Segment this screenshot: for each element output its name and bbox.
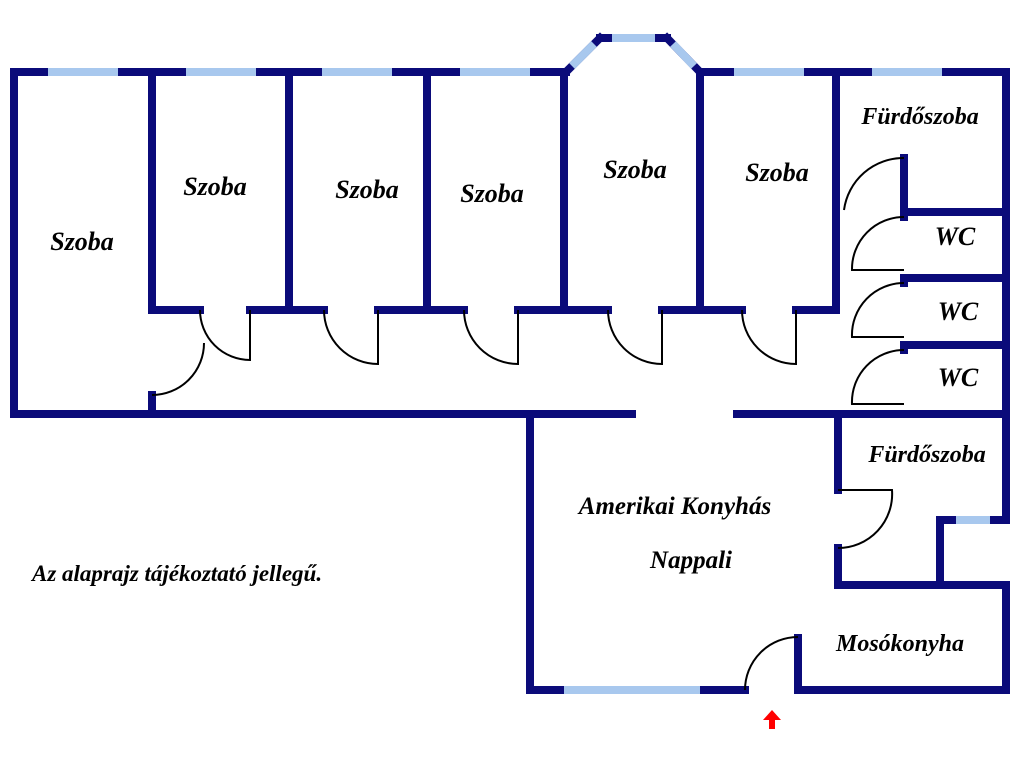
door-furdoszoba-bottom — [837, 489, 894, 550]
window-bay-right — [670, 41, 697, 69]
window-bay-left — [569, 41, 597, 69]
label-nappali-line1: Amerikai Konyhás — [577, 493, 771, 520]
disclaimer-note: Az alaprajz tájékoztató jellegű. — [30, 561, 322, 586]
label-wc-2: WC — [938, 297, 979, 326]
entrance-arrow-icon — [763, 710, 781, 729]
label-szoba-2: Szoba — [183, 172, 247, 201]
door-szoba-4 — [463, 309, 519, 366]
label-szoba-5: Szoba — [603, 155, 667, 184]
windows — [48, 34, 990, 694]
door-wc-1 — [850, 216, 905, 271]
label-szoba-4: Szoba — [460, 179, 524, 208]
room-labels: Szoba Szoba Szoba Szoba Szoba Szoba Fürd… — [30, 104, 986, 657]
door-szoba-5 — [607, 309, 663, 366]
label-nappali-line2: Nappali — [649, 547, 732, 574]
door-entrance — [744, 636, 799, 691]
label-szoba-6: Szoba — [745, 158, 809, 187]
doors — [151, 156, 905, 691]
door-szoba-6 — [741, 309, 797, 366]
label-furdoszoba-bottom: Fürdőszoba — [867, 442, 985, 468]
door-wc-2 — [850, 282, 905, 338]
label-mosokonyha: Mosókonyha — [835, 631, 964, 657]
label-furdoszoba-top: Fürdőszoba — [860, 104, 978, 130]
door-szoba-3 — [323, 309, 379, 366]
door-szoba-2 — [199, 309, 251, 362]
label-wc-1: WC — [935, 222, 976, 251]
label-szoba-3: Szoba — [335, 175, 399, 204]
door-wc-3 — [850, 349, 905, 405]
door-szoba-1 — [151, 342, 205, 396]
label-wc-3: WC — [938, 363, 979, 392]
door-furdoszoba-top — [843, 156, 905, 211]
label-szoba-1: Szoba — [50, 227, 114, 256]
